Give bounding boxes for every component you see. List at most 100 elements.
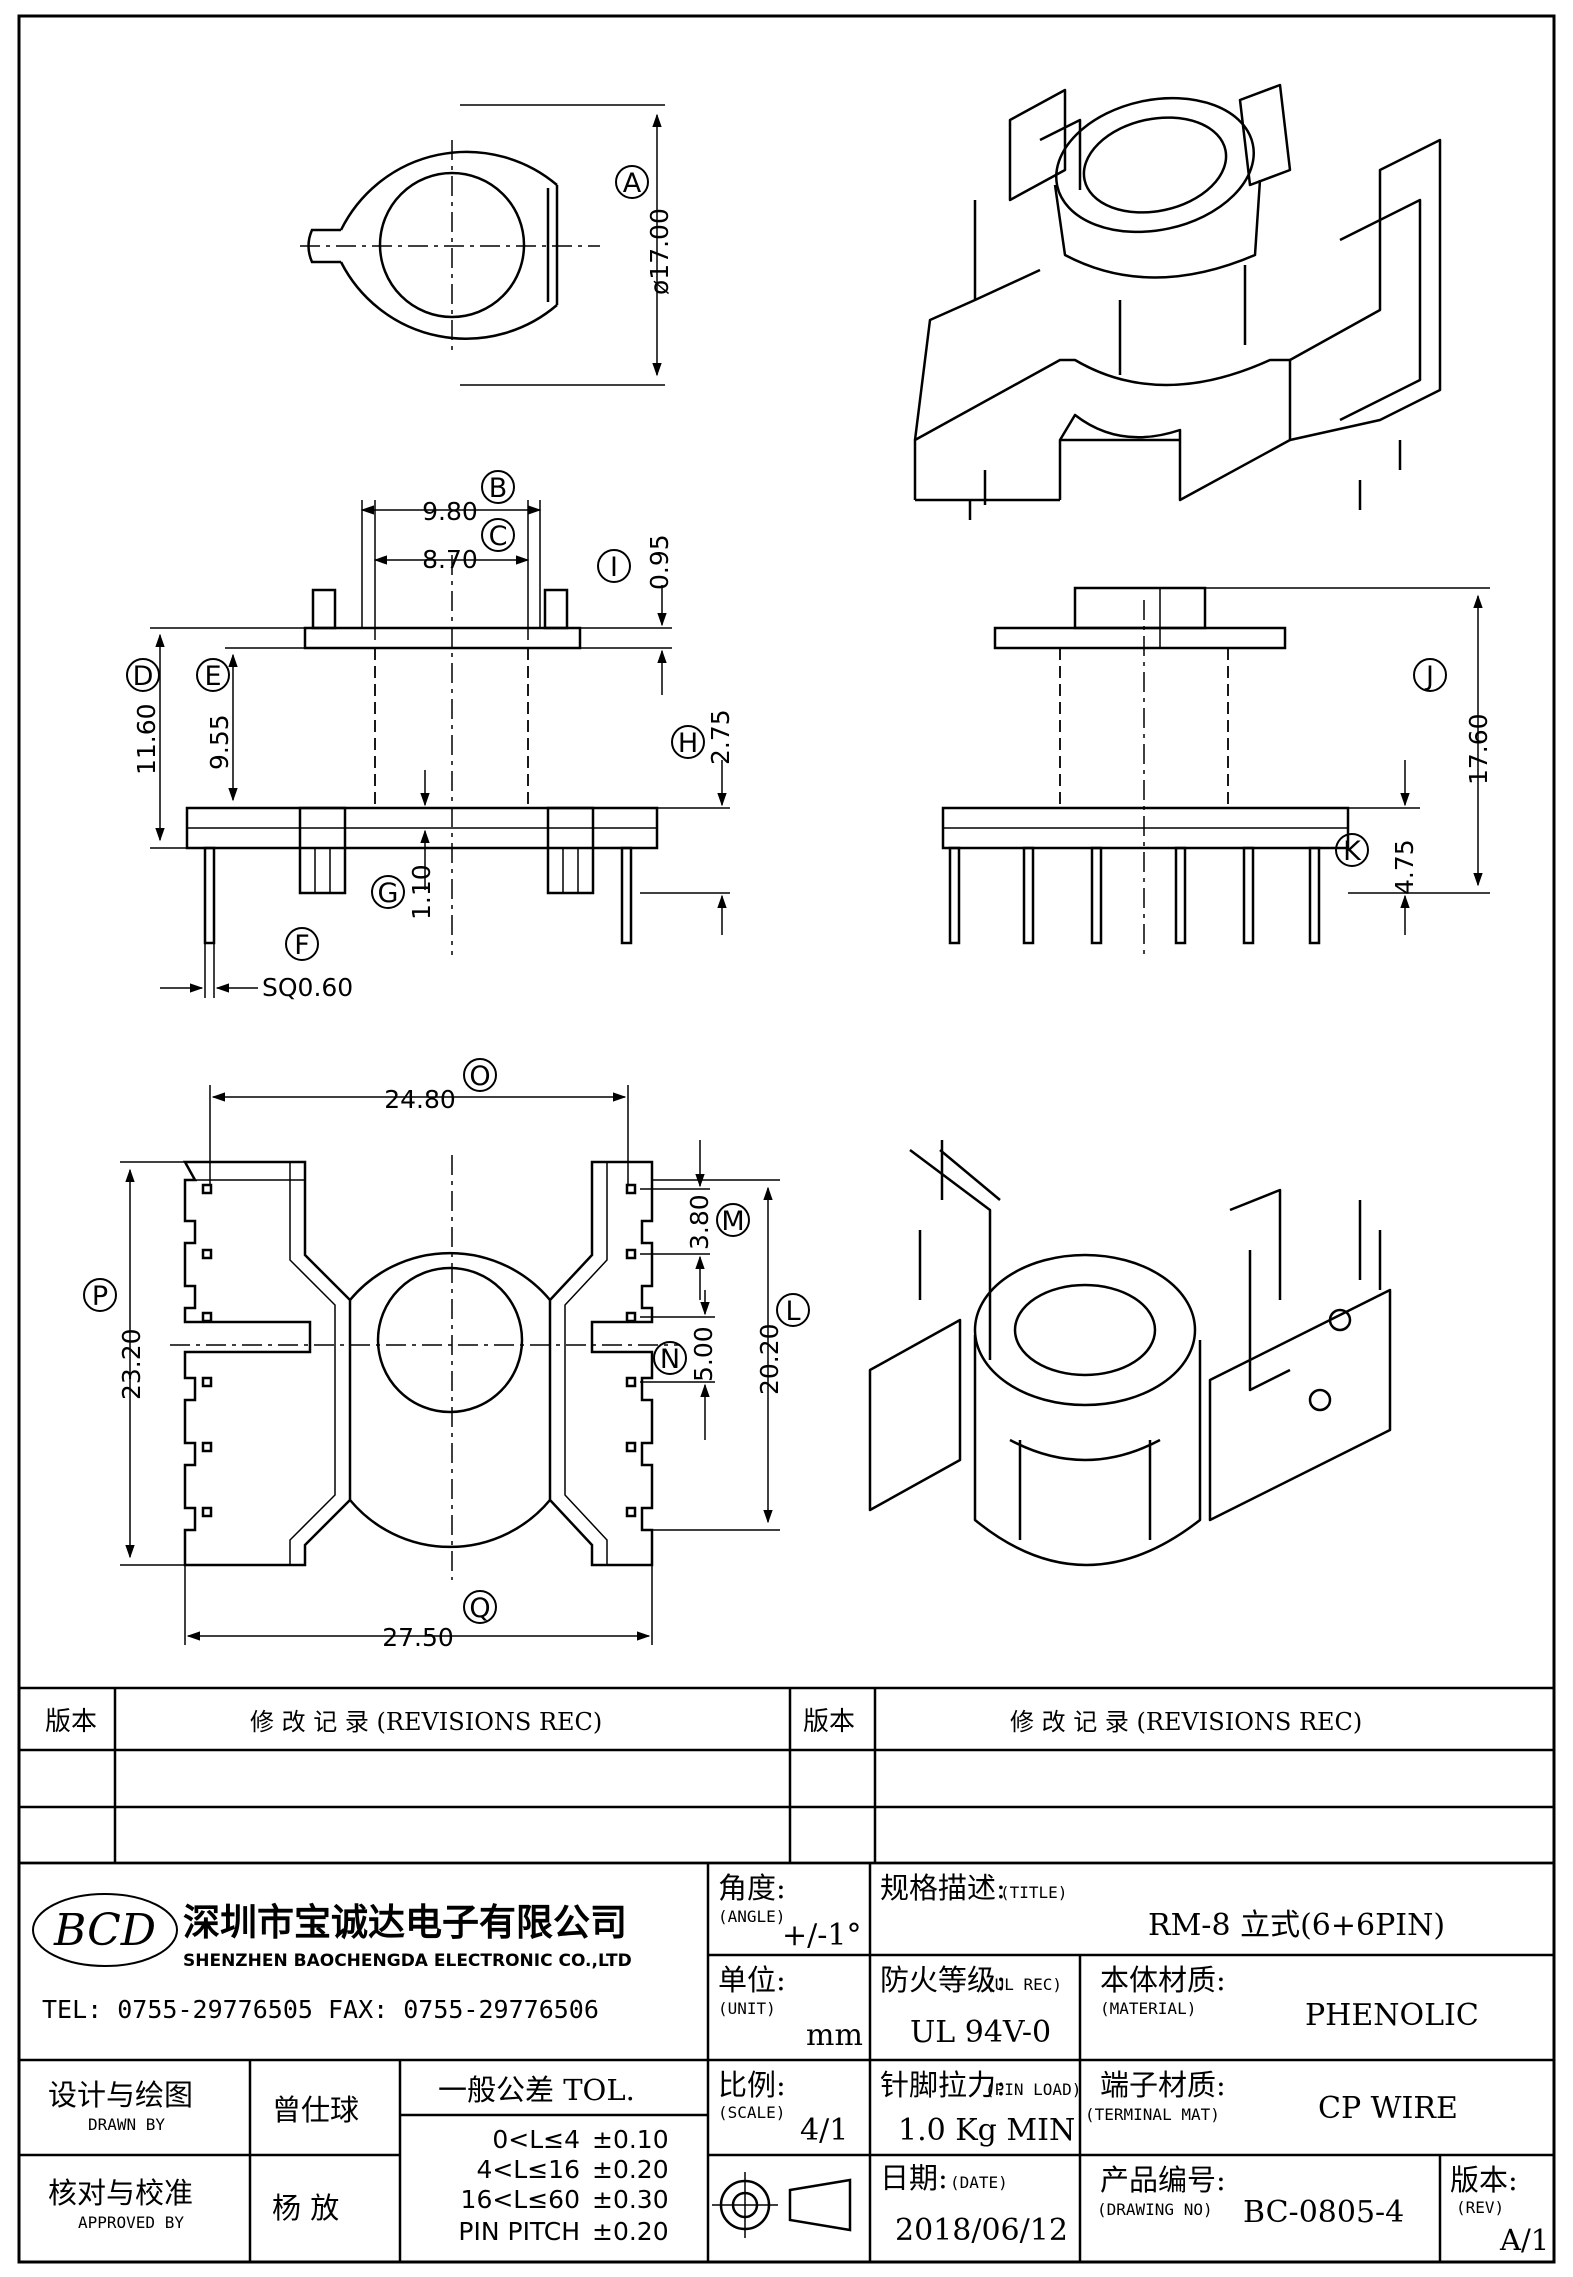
ul-label: 防火等级: [880,1963,1006,1997]
tol-range: PIN PITCH [458,2217,580,2246]
dim-I: I 0.95 [597,534,674,590]
drawing-no-sub: (DRAWING NO) [1097,2200,1213,2219]
dim-C-value: 8.70 [422,545,478,574]
angle-value: +/-1° [782,1918,861,1953]
dim-O-value: 24.80 [384,1085,456,1114]
dim-I-letter: I [610,552,618,583]
dim-N-value: 5.00 [689,1326,718,1382]
dim-H-letter: H [678,728,698,759]
dim-K-value: 4.75 [1390,839,1419,895]
dim-F-value: SQ0.60 [262,973,353,1002]
dim-E-value: 9.55 [205,714,234,770]
dim-P-letter: P [92,1281,108,1312]
dim-J: J 17.60 [1413,658,1493,785]
angle-sub: (ANGLE) [718,1907,785,1926]
dim-D-value: 11.60 [132,703,161,775]
dim-A-bubble [615,165,649,199]
tol-value: ±0.20 [592,2155,669,2184]
date-sub: (DATE) [950,2173,1008,2192]
front-view [150,500,730,998]
ul-sub: (UL REC) [985,1975,1062,1994]
title-block-grid [17,1861,1556,2264]
unit-label: 单位: [718,1963,786,1997]
tol-label: 一般公差 TOL. [438,2073,635,2107]
dim-L-value: 20.20 [755,1323,784,1395]
dim-C-letter: C [489,521,508,552]
projection-symbol-icon [712,2172,852,2238]
title-label: 规格描述: [880,1871,1006,1905]
dim-H: H 2.75 [671,709,735,765]
company-name-en: SHENZHEN BAOCHENGDA ELECTRONIC CO.,LTD [183,1951,632,1971]
dim-P: P 23.20 [83,1278,146,1400]
angle-label: 角度: [718,1871,786,1905]
rev-rec-label-left: 修 改 记 录 (REVISIONS REC) [250,1708,602,1736]
material-label: 本体材质: [1100,1963,1226,1997]
dim-O-letter: O [469,1061,490,1092]
dim-I-value: 0.95 [645,534,674,590]
logo-icon [32,1893,178,1967]
dim-K-letter: K [1343,836,1362,867]
dim-J-letter: J [1424,661,1434,692]
company-logo: BCD [32,1893,178,1967]
dim-A: A ø17.00 [615,165,674,295]
approved-value: 杨 放 [272,2191,339,2225]
rev-sub: (REV) [1456,2198,1504,2217]
material-value: PHENOLIC [1305,1998,1479,2033]
dim-E: E 9.55 [196,658,234,770]
dim-J-value: 17.60 [1464,713,1493,785]
scale-sub: (SCALE) [718,2103,785,2122]
tol-value: ±0.30 [592,2185,669,2214]
date-label: 日期: [880,2161,948,2195]
dim-B-letter: B [489,473,508,504]
dim-Q-letter: Q [469,1593,490,1624]
rev-rec-label-right: 修 改 记 录 (REVISIONS REC) [1010,1708,1362,1736]
dim-D-letter: D [133,661,154,692]
dim-G-value: 1.10 [407,864,436,920]
ul-value: UL 94V-0 [910,2015,1051,2050]
tol-value: ±0.20 [592,2217,669,2246]
date-value: 2018/06/12 [895,2213,1068,2248]
dim-H-value: 2.75 [706,709,735,765]
dim-G: G 1.10 [371,864,436,920]
pin-sub: (PIN LOAD) [985,2080,1081,2099]
iso-view-bottom [868,1140,1392,1567]
side-view [941,586,1490,960]
tol-range: 16<L≤60 [461,2185,580,2214]
dim-B: B 9.80 [422,470,515,526]
rev-value: A/1 [1499,2223,1549,2257]
dim-M-value: 3.80 [685,1194,714,1250]
approved-sub: APPROVED BY [78,2213,184,2232]
dim-A-letter: A [623,168,642,199]
dim-N: N 5.00 [653,1326,718,1382]
drawn-sub: DRAWN BY [88,2115,165,2134]
title-value: RM-8 立式(6+6PIN) [1148,1908,1445,1943]
dim-O: O 24.80 [384,1058,497,1114]
unit-value: mm [806,2018,863,2053]
dim-M: M 3.80 [685,1194,750,1250]
bottom-view [120,1085,780,1645]
dim-L-letter: L [785,1296,800,1327]
rev-ver-label-left: 版本 [45,1707,97,1737]
drawing-no-label: 产品编号: [1100,2163,1226,2197]
pin-label: 针脚拉力: [880,2068,1006,2102]
drawing-no-value: BC-0805-4 [1243,2195,1404,2230]
dim-M-letter: M [721,1206,744,1237]
scale-value: 4/1 [800,2113,848,2148]
tol-range: 4<L≤16 [476,2155,580,2184]
logo-text: BCD [53,1905,156,1956]
scale-label: 比例: [718,2068,786,2102]
dim-Q: Q 27.50 [382,1590,497,1652]
rev-ver-label-right: 版本 [803,1707,855,1737]
top-view [300,104,665,386]
dim-B-value: 9.80 [422,497,478,526]
rev-label: 版本: [1450,2163,1518,2197]
dim-N-letter: N [660,1344,680,1375]
dim-C: C 8.70 [422,518,515,574]
tol-value: ±0.10 [592,2125,669,2154]
dim-G-letter: G [378,878,399,909]
terminal-sub: (TERMINAL MAT) [1085,2105,1220,2124]
pin-value: 1.0 Kg MIN [898,2113,1075,2148]
dim-L: L 20.20 [755,1293,810,1395]
unit-sub: (UNIT) [718,1999,776,2018]
dim-Q-value: 27.50 [382,1623,454,1652]
